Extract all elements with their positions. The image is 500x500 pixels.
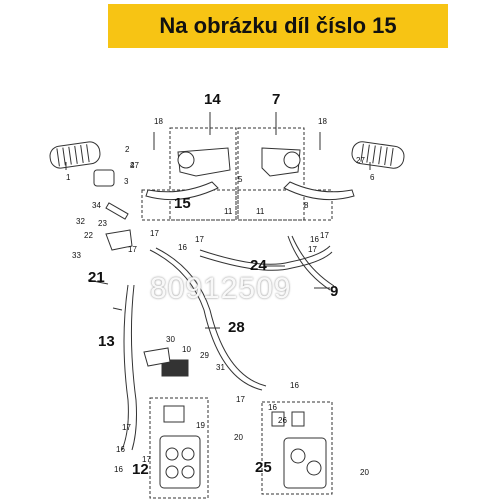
part-label-1: 1: [66, 173, 71, 182]
left-caliper-box: [149, 397, 209, 499]
part-label-29: 29: [200, 351, 209, 360]
pipe-clamp: [105, 202, 129, 220]
part-label-27: 27: [356, 156, 365, 165]
assembly-label-25: 25: [255, 459, 272, 476]
part-label-16: 16: [116, 445, 125, 454]
assembly-label-7: 7: [272, 91, 280, 108]
part-label-33: 33: [72, 251, 81, 260]
left-brake-lever: [145, 181, 219, 201]
part-label-27: 27: [130, 161, 139, 170]
brake-hose-24: [199, 245, 331, 265]
assembly-label-13: 13: [98, 333, 115, 350]
part-label-3: 3: [124, 177, 129, 186]
part-label-16: 16: [290, 381, 299, 390]
part-label-16: 16: [178, 243, 187, 252]
right-caliper: [271, 411, 327, 489]
switch-housing: [93, 169, 115, 187]
part-label-5: 5: [238, 175, 243, 184]
delay-valve: [161, 359, 189, 377]
right-grip: [351, 141, 405, 169]
part-label-11: 11: [256, 207, 265, 216]
left-grip: [49, 141, 101, 169]
brake-hose-24b: [199, 251, 333, 271]
part-label-18: 18: [318, 117, 327, 126]
part-label-11: 11: [224, 207, 233, 216]
assembly-label-21: 21: [88, 269, 105, 286]
part-label-6: 6: [370, 173, 375, 182]
brake-hose-28: [149, 249, 263, 391]
part-label-34: 34: [92, 201, 101, 210]
left-caliper: [159, 405, 201, 489]
part-label-10: 10: [182, 345, 191, 354]
assembly-label-9: 9: [330, 283, 338, 300]
watermark: 80912509: [150, 272, 292, 305]
part-label-2: 2: [125, 145, 130, 154]
brake-hose-9b: [291, 235, 335, 287]
assembly-label-28: 28: [228, 319, 245, 336]
title-banner: Na obrázku díl číslo 15: [108, 4, 448, 48]
part-label-17: 17: [236, 395, 245, 404]
part-label-18: 18: [154, 117, 163, 126]
part-label-17: 17: [195, 235, 204, 244]
part-label-19: 19: [196, 421, 205, 430]
bracket-22: [105, 229, 133, 251]
part-label-17: 17: [128, 245, 137, 254]
assembly-label-15: 15: [174, 195, 191, 212]
part-label-32: 32: [76, 217, 85, 226]
part-label-16: 16: [310, 235, 319, 244]
brake-hose-9: [287, 235, 331, 291]
part-label-23: 23: [98, 219, 107, 228]
part-label-17: 17: [308, 245, 317, 254]
right-caliper-box: [261, 401, 333, 495]
part-label-8: 8: [304, 201, 309, 210]
brake-hose-13b: [130, 284, 137, 451]
brake-hose-28b: [155, 247, 267, 387]
part-label-17: 17: [150, 229, 159, 238]
part-label-17: 17: [142, 455, 151, 464]
right-brake-lever: [283, 181, 355, 201]
part-label-16: 16: [114, 465, 123, 474]
part-label-17: 17: [122, 423, 131, 432]
assembly-label-12: 12: [132, 461, 149, 478]
bracket-30: [143, 347, 171, 367]
part-label-30: 30: [166, 335, 175, 344]
right-lever-box-lower: [237, 189, 333, 221]
part-label-16: 16: [268, 403, 277, 412]
banner-title: Na obrázku díl číslo 15: [159, 13, 397, 38]
part-label-26: 26: [278, 416, 287, 425]
part-label-22: 22: [84, 231, 93, 240]
assembly-label-14: 14: [204, 91, 221, 108]
part-label-17: 17: [320, 231, 329, 240]
part-label-31: 31: [216, 363, 225, 372]
brake-hose-13: [121, 284, 129, 451]
assembly-label-24: 24: [250, 257, 267, 274]
part-label-4: 4: [130, 161, 135, 170]
part-label-20: 20: [234, 433, 243, 442]
part-label-20: 20: [360, 468, 369, 477]
